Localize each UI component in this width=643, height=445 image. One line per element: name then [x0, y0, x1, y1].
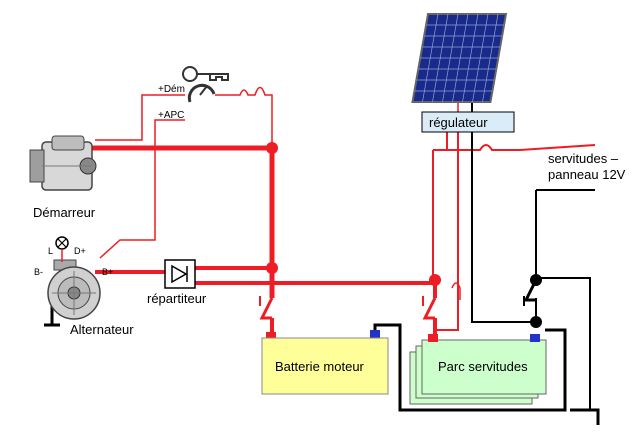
repartiteur-label: répartiteur: [147, 291, 207, 306]
control-wires: [95, 86, 596, 331]
power-wires: [88, 145, 437, 340]
solar-panel-icon: [411, 13, 508, 103]
servitudes-line2: panneau 12V: [548, 167, 626, 182]
alternateur-label: Alternateur: [70, 322, 134, 337]
batterie-moteur-label: Batterie moteur: [275, 359, 365, 374]
diode-icon: [164, 259, 196, 289]
parc-servitudes: [409, 334, 547, 405]
battery-switches: [259, 279, 538, 320]
ignition-key-icon: [182, 66, 229, 103]
terminal-bminus-label: B-: [34, 267, 43, 277]
batterie-moteur: [261, 330, 389, 395]
terminal-l-label: L: [48, 246, 53, 256]
junctions: [266, 142, 542, 328]
apc-label: +APC: [158, 110, 184, 121]
alternator-icon: [47, 259, 101, 320]
servitudes-line1: servitudes –: [548, 151, 619, 166]
terminal-dplus-label: D+: [74, 246, 86, 256]
regulateur-box: [421, 111, 515, 133]
dem-label: +Dém: [158, 84, 185, 95]
demarreur-label: Démarreur: [33, 205, 96, 220]
regulateur-label: régulateur: [429, 115, 488, 130]
warning-lamp-icon: [55, 236, 69, 262]
starter-motor-icon: [29, 135, 97, 191]
terminal-bplus-label: B+: [102, 267, 113, 277]
parc-servitudes-label: Parc servitudes: [438, 359, 528, 374]
